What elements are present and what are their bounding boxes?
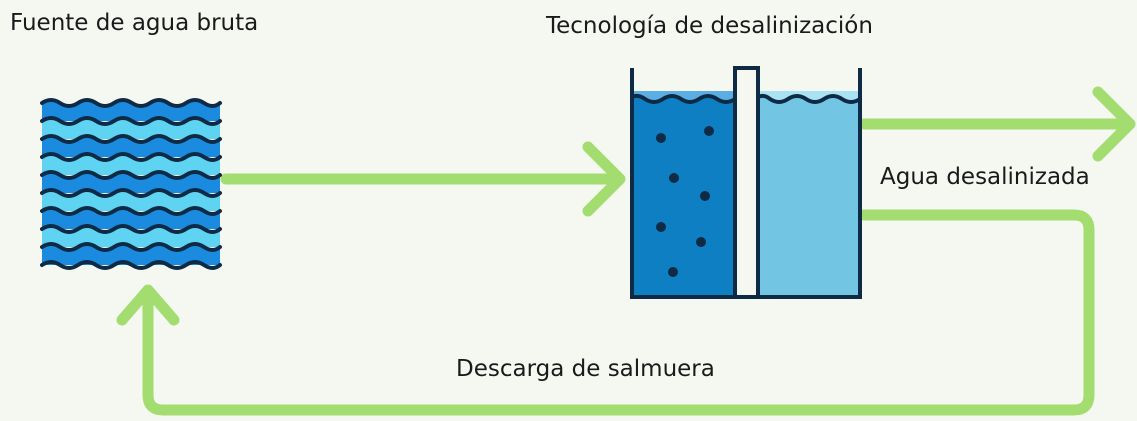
wave-line bbox=[40, 134, 222, 144]
wave-line bbox=[40, 206, 222, 216]
wave-line bbox=[40, 170, 222, 180]
membrane bbox=[733, 66, 760, 299]
wave-band bbox=[42, 100, 220, 121]
wave-line bbox=[40, 116, 222, 126]
wave-line bbox=[40, 98, 222, 108]
wave-band bbox=[42, 136, 220, 157]
wave-band bbox=[42, 154, 220, 175]
wave-band bbox=[42, 172, 220, 193]
water-waves-icon bbox=[40, 98, 222, 270]
wave-line bbox=[40, 188, 222, 198]
desalinated-water-arrow bbox=[858, 86, 1136, 162]
feed-arrow bbox=[220, 141, 626, 217]
raw-water-source-label: Fuente de agua bruta bbox=[10, 10, 259, 36]
wave-line bbox=[40, 152, 222, 162]
desalination-tank-icon bbox=[630, 66, 862, 299]
desalinated-water-label: Agua desalinizada bbox=[880, 164, 1090, 190]
wave-band bbox=[42, 190, 220, 211]
wave-line bbox=[40, 242, 222, 252]
wave-band bbox=[42, 226, 220, 247]
desalination-technology-label: Tecnología de desalinización bbox=[546, 13, 873, 39]
tank-outline bbox=[630, 68, 862, 299]
wave-line bbox=[40, 224, 222, 234]
wave-line bbox=[40, 260, 222, 270]
brine-discharge-arrow bbox=[116, 209, 1095, 416]
wave-band bbox=[42, 118, 220, 139]
arrows bbox=[116, 86, 1136, 416]
salt-particles bbox=[656, 126, 714, 277]
salt-water-surface bbox=[632, 91, 735, 102]
salt-water-surface-line bbox=[630, 93, 737, 104]
wave-band bbox=[42, 244, 220, 265]
wave-band bbox=[42, 208, 220, 229]
fresh-water-surface-line bbox=[756, 93, 862, 104]
salt-water-chamber bbox=[632, 91, 735, 297]
brine-discharge-label: Descarga de salmuera bbox=[456, 356, 715, 382]
fresh-water-chamber bbox=[758, 91, 860, 297]
